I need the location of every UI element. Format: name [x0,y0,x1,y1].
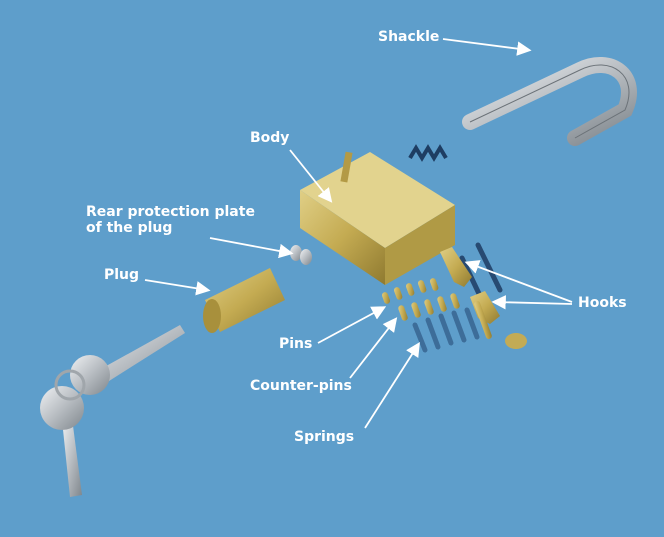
rear-protection-plate [290,245,312,265]
label-body: Body [250,130,290,146]
label-counter-pins: Counter-pins [250,378,352,394]
lock-body [300,151,455,285]
arrow-shackle [442,38,532,56]
label-rear-plate-line1: Rear protection plate [86,204,255,220]
arrows [144,38,573,429]
hooks [440,247,527,349]
keys [40,325,185,497]
pins [381,278,460,321]
shackle [462,57,637,146]
label-pins: Pins [279,336,313,352]
label-plug: Plug [104,267,140,283]
shackle-spring [408,144,448,162]
arrow-springs [364,341,420,429]
arrow-hooks-2 [491,295,573,310]
arrow-hooks-1 [464,260,573,303]
label-rear-plate-line2: of the plug [86,220,173,236]
plug [203,268,285,333]
label-shackle: Shackle [378,29,440,45]
arrow-counter-pins [349,317,398,379]
arrow-pins [317,306,387,344]
arrow-rear-plate [209,237,294,259]
arrow-plug [144,279,211,296]
label-springs: Springs [294,429,355,445]
springs [412,242,503,353]
arrow-body [289,149,333,203]
label-hooks: Hooks [578,295,627,311]
